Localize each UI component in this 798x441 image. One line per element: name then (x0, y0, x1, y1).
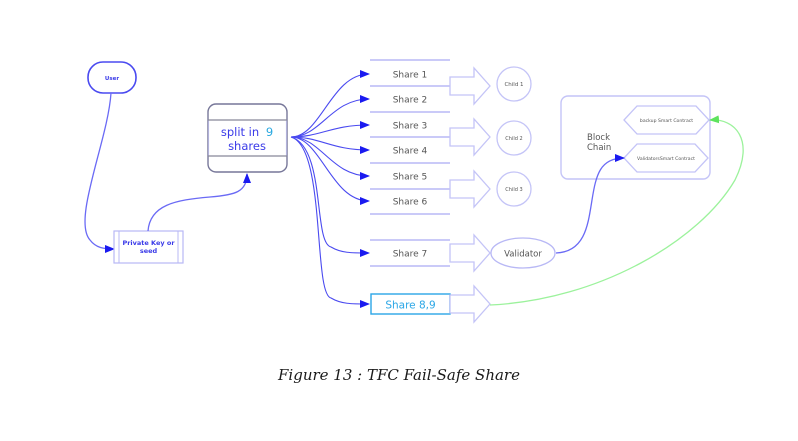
share-label: Share 2 (393, 96, 428, 106)
fan-out-edges (290, 70, 370, 308)
block-chain-container: Block Chain backup Smart Contract Valida… (560, 95, 711, 180)
figure-caption: Figure 13 : TFC Fail-Safe Share (278, 366, 520, 384)
block-arrow (449, 117, 491, 157)
child-label: Child 1 (504, 82, 523, 88)
share-label: Share 4 (393, 147, 428, 157)
block-chain-label-line2: Chain (587, 143, 611, 153)
edge-validator-to-validators-contract (555, 154, 625, 254)
child-node: Child 3 (496, 171, 532, 207)
block-chain-label-line1: Block (587, 133, 610, 143)
edge-private-key-to-split (147, 173, 251, 232)
child-node: Child 2 (496, 120, 532, 156)
child-nodes: Child 1 Child 2 Child 3 (496, 66, 532, 207)
block-arrows (449, 66, 491, 324)
svg-text:split in 9: split in 9 (221, 125, 273, 139)
split-label-line1: split in (221, 125, 259, 139)
private-key-node: Private Key or seed (113, 230, 184, 264)
child-label: Child 2 (505, 136, 522, 142)
fan-out-edge (290, 95, 370, 138)
child-label: Child 3 (505, 187, 522, 193)
block-arrow (449, 284, 491, 324)
share-label: Share 3 (393, 122, 428, 132)
private-key-label-line1: Private Key or (122, 239, 175, 247)
fan-out-edge (290, 121, 370, 138)
fan-out-edge (290, 136, 370, 257)
block-arrow (449, 66, 491, 106)
fan-out-edge (290, 136, 370, 180)
block-arrow (449, 169, 491, 209)
split-node: split in 9 shares (207, 103, 288, 173)
share-label: Share 1 (393, 71, 428, 81)
share-label: Share 6 (393, 198, 428, 208)
fan-out-edge (290, 70, 370, 138)
edge-share-8-9-to-backup-contract (489, 115, 744, 306)
validator-label: Validator (504, 250, 542, 260)
private-key-label-line2: seed (140, 247, 158, 255)
split-count: 9 (266, 125, 273, 139)
share-rows: Share 1 Share 2 Share 3 Share 4 Share 5 Share… (370, 59, 450, 267)
block-arrow (449, 233, 491, 273)
fan-out-edge (290, 136, 370, 308)
backup-smart-contract-node: backup Smart Contract (623, 105, 710, 135)
share-label: Share 7 (393, 250, 428, 260)
share-8-9-label: Share 8,9 (385, 300, 435, 312)
validators-smart-contract-node: ValidatorsSmart Contract (623, 143, 709, 173)
fan-out-edge (290, 136, 370, 205)
validator-node: Validator (490, 237, 556, 269)
edge-user-to-private-key (84, 92, 115, 253)
split-label-line2: shares (228, 139, 266, 153)
backup-smart-contract-label: backup Smart Contract (640, 118, 693, 124)
user-label: User (105, 76, 119, 82)
share-8-9-node: Share 8,9 (370, 293, 451, 315)
child-node: Child 1 (496, 66, 532, 102)
fan-out-edge (290, 136, 370, 154)
share-label: Share 5 (393, 173, 428, 183)
validators-smart-contract-label: ValidatorsSmart Contract (637, 156, 695, 162)
user-node: User (87, 61, 137, 94)
